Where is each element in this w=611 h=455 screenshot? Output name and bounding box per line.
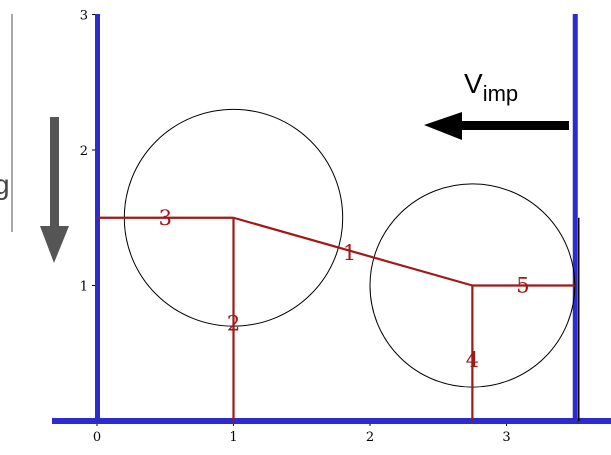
- spring-label-2: 2: [227, 311, 240, 335]
- gravity-arrow-head-icon: [40, 226, 69, 263]
- x-tick-label: 1: [229, 430, 237, 445]
- spring-label-5: 5: [516, 274, 529, 298]
- impact-velocity-symbol: V: [464, 68, 483, 99]
- impact-velocity-subscript: imp: [483, 81, 518, 106]
- right-wall: [572, 14, 578, 421]
- spring-label-1: 1: [343, 241, 356, 265]
- y-tick-label: 2: [80, 144, 88, 159]
- y-tick-label: 1: [80, 280, 88, 295]
- spring-label-3: 3: [159, 206, 172, 230]
- impact-arrow-shaft: [448, 121, 569, 130]
- floor-wall: [52, 418, 611, 424]
- spring-label-4: 4: [466, 348, 479, 372]
- gravity-arrow-shaft: [50, 117, 59, 229]
- gravity-indicator: g: [0, 117, 69, 263]
- impact-velocity-label: Vimp: [464, 68, 518, 106]
- axes: 0 1 2 3 1 2 3: [52, 9, 611, 445]
- springs: 1 2 3 4 5: [97, 206, 575, 421]
- impact-arrow-head-icon: [424, 112, 462, 140]
- x-tick-label: 3: [502, 430, 510, 445]
- spring-1: [233, 216, 473, 287]
- gravity-label: g: [0, 169, 10, 200]
- y-tick-label: 3: [80, 9, 88, 24]
- x-tick-label: 2: [366, 430, 374, 445]
- impact-velocity-indicator: Vimp: [424, 68, 569, 140]
- walls: [52, 14, 611, 424]
- x-tick-label: 0: [93, 430, 101, 445]
